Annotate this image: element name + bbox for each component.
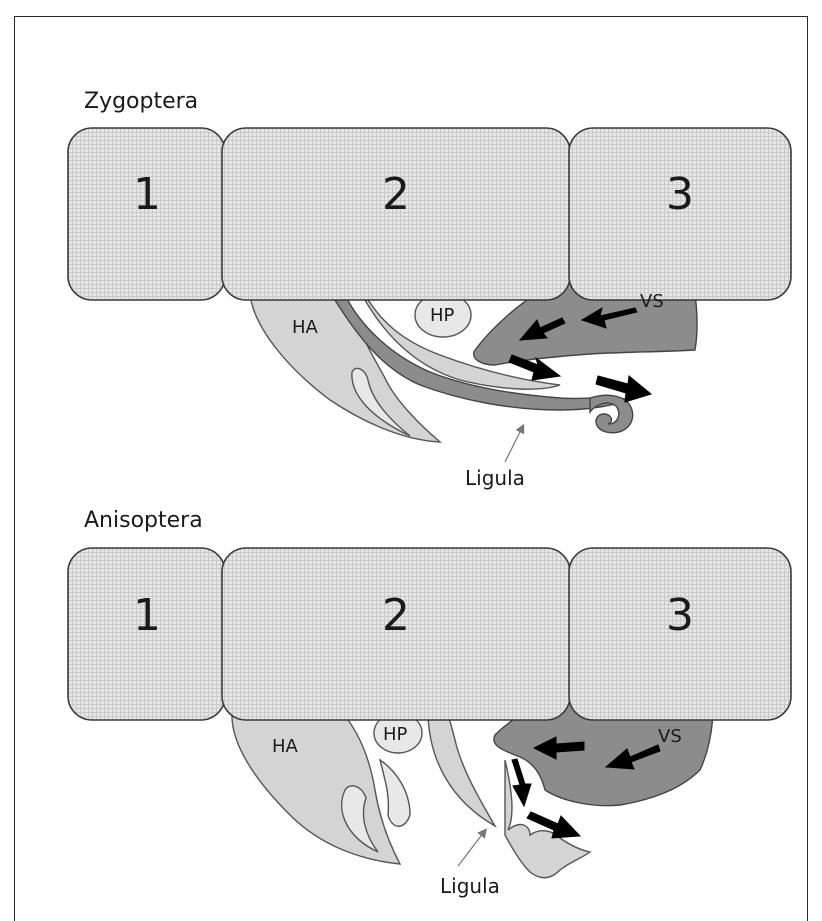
label-ha: HA <box>272 736 299 757</box>
flow-arrows <box>511 736 661 839</box>
flow-arrow <box>580 306 638 329</box>
figure-frame <box>14 16 808 921</box>
ligula-pointer <box>504 423 525 463</box>
label-ligula: Ligula <box>465 466 525 490</box>
flow-arrow <box>518 317 566 341</box>
label-ligula: Ligula <box>440 874 500 898</box>
penis-sheath <box>364 292 561 390</box>
hamule-anterior-fold <box>341 785 379 853</box>
hamule-anterior-inner <box>378 758 411 827</box>
segment-3 <box>568 127 792 301</box>
segment-3-label: 3 <box>666 590 694 641</box>
flow-arrow <box>532 736 585 760</box>
flow-arrows <box>508 306 653 403</box>
flow-arrow <box>604 744 661 770</box>
label-ha: HA <box>292 317 319 338</box>
segment-1-label: 1 <box>133 590 161 641</box>
panel-title: Anisoptera <box>84 508 203 533</box>
hamule-posterior-stalk <box>427 715 497 828</box>
panel-title: Zygoptera <box>84 89 198 114</box>
flow-arrow <box>526 811 582 839</box>
segment-3-label: 3 <box>666 169 694 220</box>
label-vs: VS <box>658 726 682 747</box>
panel-anisoptera: Anisoptera 1 2 3 HA HP VS Ligula <box>67 508 792 898</box>
flow-arrow <box>508 354 562 381</box>
ligula-tip-curl <box>589 394 634 434</box>
label-vs: VS <box>640 291 664 312</box>
hamule-anterior <box>249 294 443 443</box>
label-hp: HP <box>383 724 408 745</box>
hamule-anterior-fold <box>351 367 411 437</box>
panel-zygoptera: Zygoptera 1 2 3 HA HP VS Ligula <box>67 89 792 490</box>
penis-distal <box>504 759 592 879</box>
segment-3 <box>568 547 792 721</box>
segment-1-label: 1 <box>133 169 161 220</box>
flow-arrow <box>595 375 653 403</box>
segment-2-label: 2 <box>382 169 410 220</box>
segment-2-label: 2 <box>382 590 410 641</box>
ligula-pointer <box>457 828 487 867</box>
flow-arrow <box>511 758 532 808</box>
label-hp: HP <box>430 305 455 326</box>
